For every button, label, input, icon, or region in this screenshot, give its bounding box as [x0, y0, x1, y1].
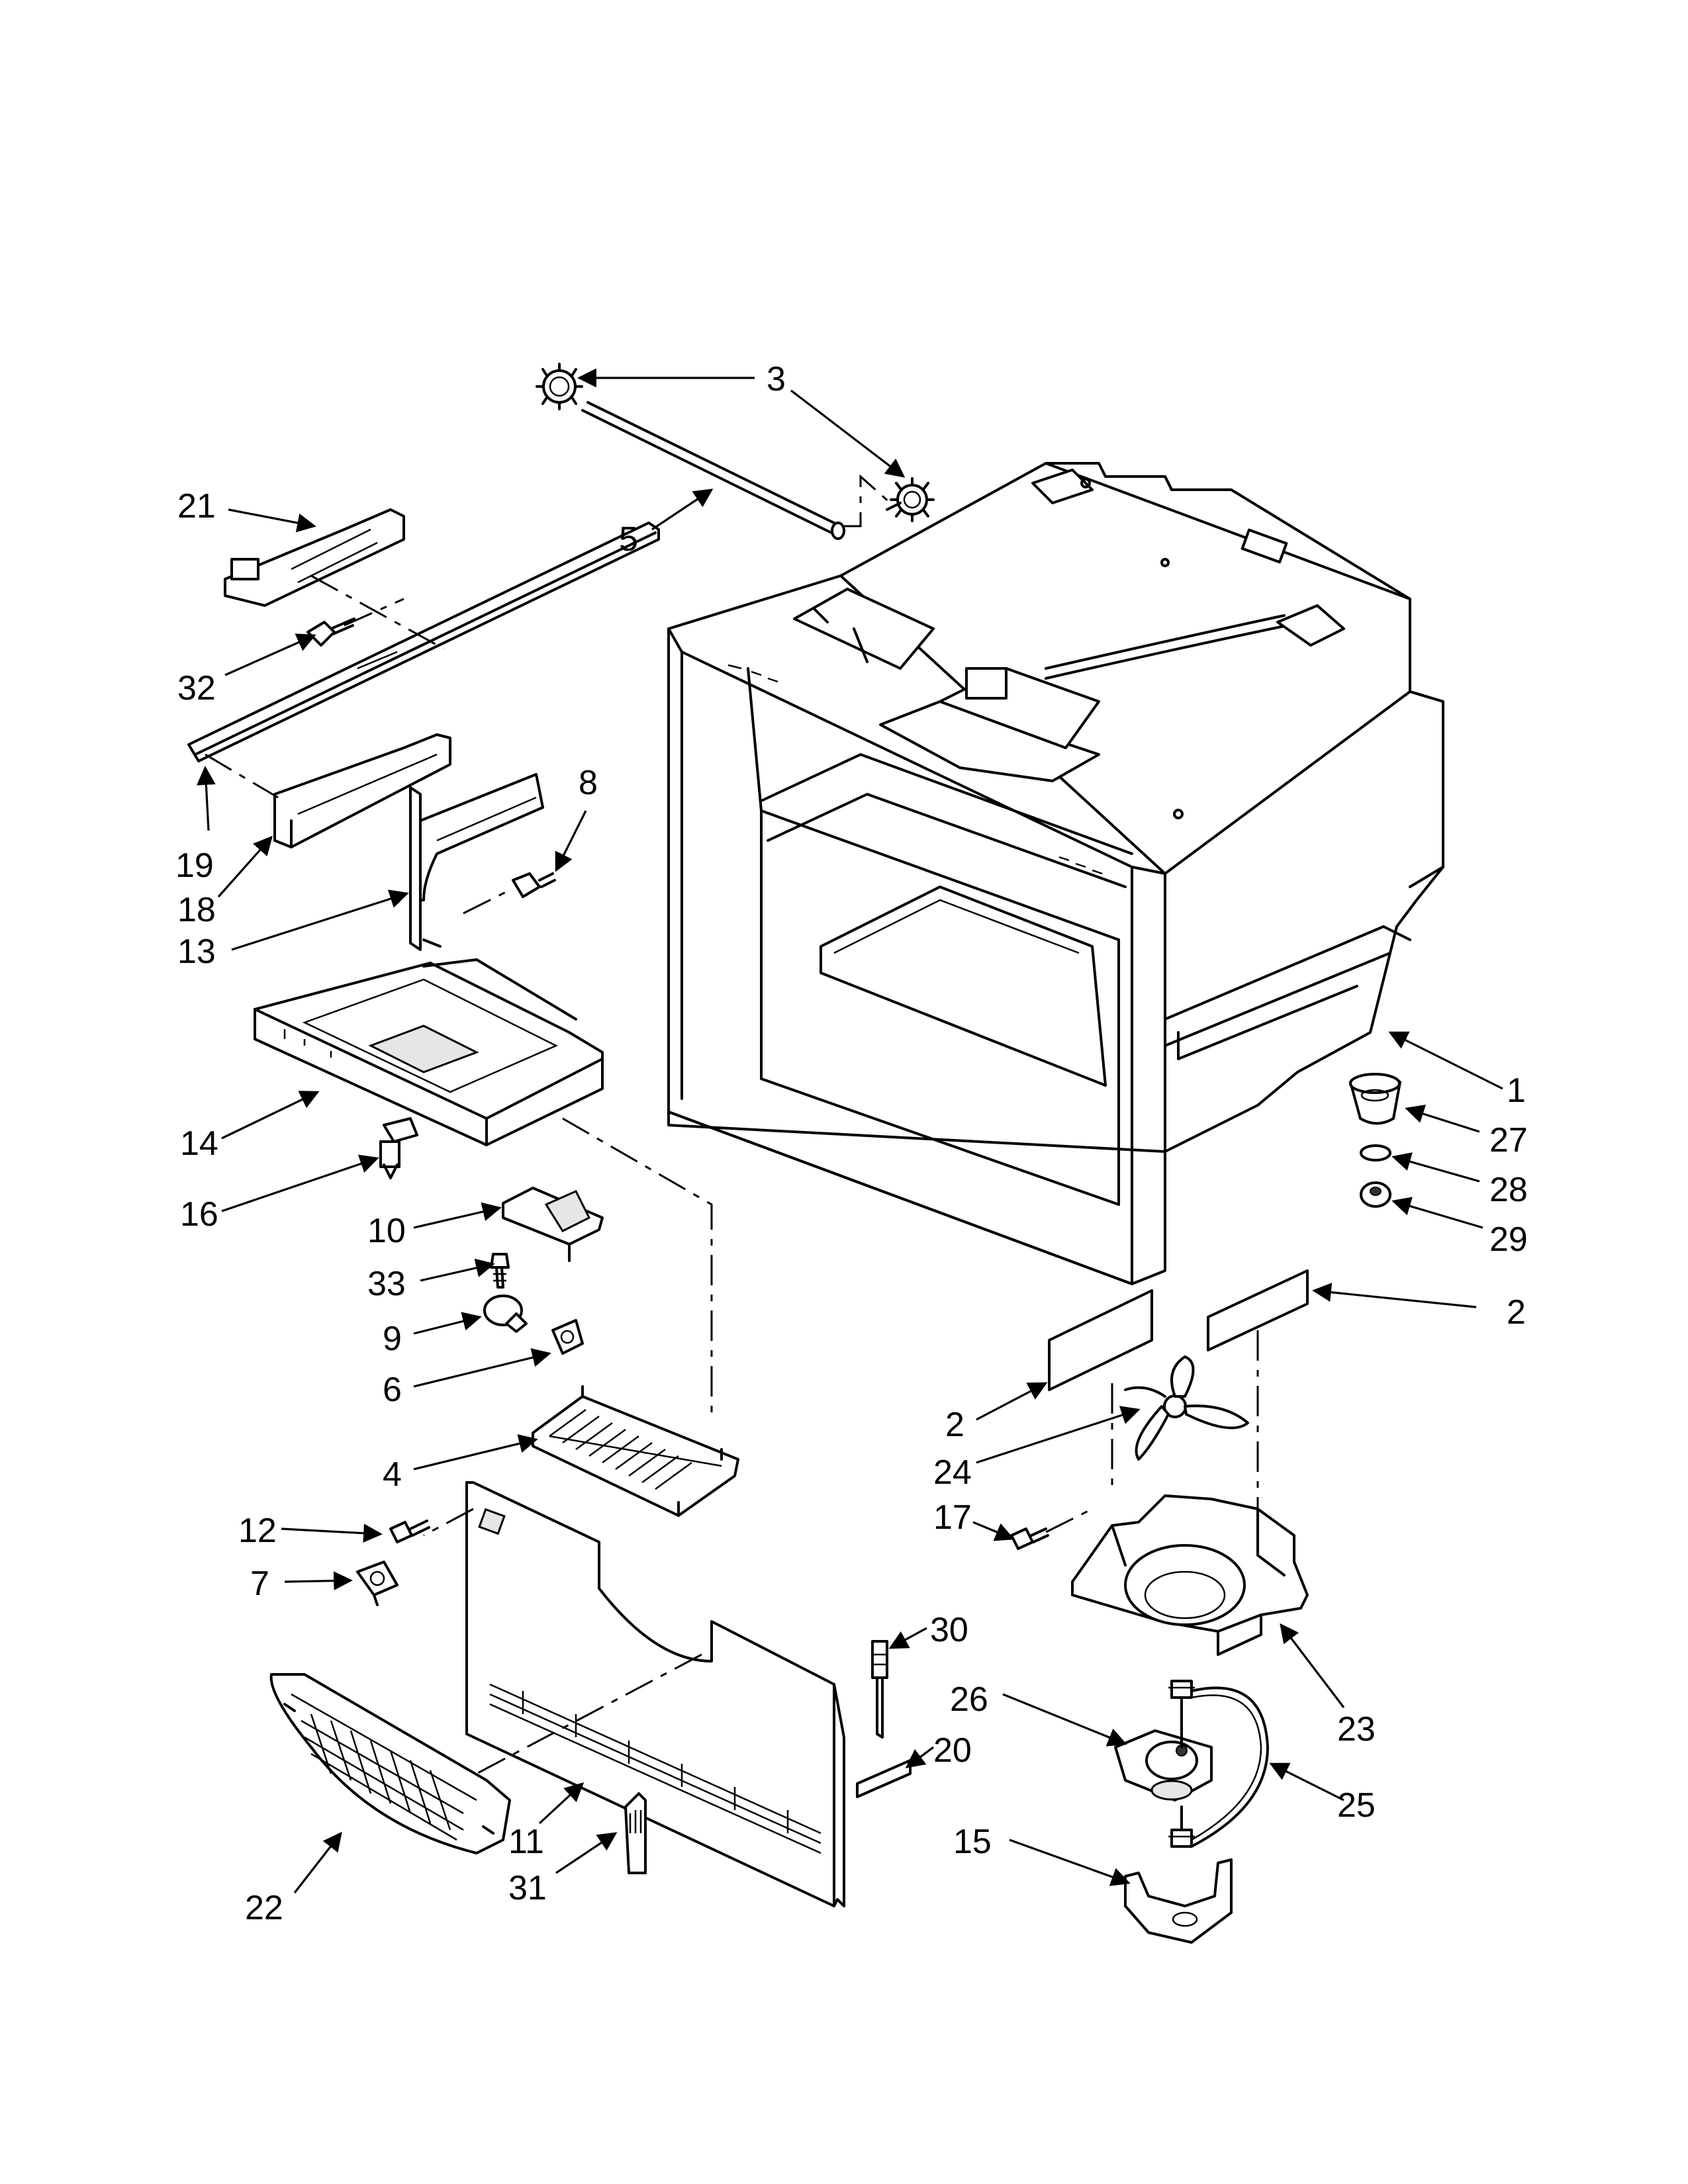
upper-bracket-part	[224, 508, 405, 607]
callout-13: 13	[177, 933, 216, 971]
rail-part	[187, 522, 660, 762]
callout-29: 29	[1489, 1220, 1528, 1259]
switch-part-16	[379, 1140, 400, 1179]
callout-9: 9	[383, 1320, 402, 1358]
drain-cup-part	[1349, 1073, 1401, 1125]
screw-part-12	[389, 1520, 430, 1543]
callout-18: 18	[177, 891, 216, 929]
callout-33: 33	[367, 1265, 406, 1303]
shaft-part	[581, 401, 891, 540]
callout-12: 12	[238, 1512, 277, 1550]
gear-part-left	[536, 363, 583, 410]
callout-10: 10	[367, 1212, 406, 1250]
callout-25: 25	[1337, 1786, 1376, 1825]
fan-blade-part	[1111, 1330, 1259, 1608]
callout-11: 11	[508, 1823, 544, 1861]
motor-bracket-part	[1124, 1858, 1233, 1944]
callout-14: 14	[180, 1124, 218, 1163]
callout-6: 6	[383, 1371, 402, 1409]
callout-2-upper: 2	[1507, 1293, 1526, 1332]
callout-7: 7	[250, 1565, 269, 1603]
bulb-part	[483, 1295, 528, 1333]
leader-lines	[196, 368, 1503, 1893]
grille-part-22	[269, 1673, 511, 1854]
grommet-part	[1360, 1181, 1391, 1208]
callout-17: 17	[933, 1498, 972, 1537]
wire-harness-part	[1190, 1686, 1269, 1848]
callout-21: 21	[177, 487, 216, 525]
cover-panel-part	[423, 1481, 845, 1907]
callout-20: 20	[933, 1731, 972, 1770]
clip-part-31	[624, 1792, 647, 1874]
fan-motor-part	[1114, 1680, 1213, 1848]
callout-4: 4	[383, 1455, 402, 1494]
callout-1: 1	[1507, 1071, 1526, 1110]
insulation-strip-part	[856, 1759, 912, 1798]
connector-part-7	[356, 1561, 399, 1606]
callout-26: 26	[950, 1680, 988, 1719]
callout-16: 16	[180, 1195, 218, 1234]
callout-28: 28	[1489, 1171, 1528, 1209]
callout-2-lower: 2	[945, 1406, 964, 1444]
housing-tray-part	[254, 958, 713, 1416]
gear-part-right	[886, 477, 935, 522]
screw-part-17	[1010, 1508, 1093, 1550]
fan-shroud-part	[1071, 1494, 1309, 1656]
lower-bracket-part	[205, 733, 451, 848]
callout-labels: 3 21 5 32 19 8 18 13 14 1 27 28 16 10 29…	[175, 360, 1528, 1927]
seal-ring-part	[1360, 1144, 1391, 1161]
callout-19: 19	[175, 846, 214, 885]
insulation-block-part-left	[1048, 1289, 1153, 1391]
insulation-block-part-right	[1207, 1269, 1309, 1351]
callout-23: 23	[1337, 1710, 1376, 1749]
callout-8: 8	[579, 764, 598, 802]
callout-3: 3	[767, 360, 786, 398]
callout-30: 30	[930, 1611, 968, 1649]
side-bracket-part	[409, 773, 544, 951]
callout-24: 24	[933, 1453, 972, 1492]
callout-15: 15	[953, 1823, 992, 1861]
screw-part-32	[306, 598, 404, 647]
grille-part-4	[532, 1385, 739, 1517]
sensor-part-30	[871, 1640, 888, 1739]
damper-housing-part	[502, 1187, 604, 1262]
callout-27: 27	[1489, 1121, 1528, 1160]
screw-part-33	[490, 1253, 510, 1289]
screw-part-8	[463, 872, 556, 915]
socket-part	[551, 1319, 584, 1355]
callout-32: 32	[177, 669, 216, 707]
callout-5: 5	[619, 520, 638, 559]
callout-22: 22	[245, 1889, 283, 1927]
freezer-liner-part	[667, 462, 1444, 1285]
callout-31: 31	[508, 1869, 547, 1907]
